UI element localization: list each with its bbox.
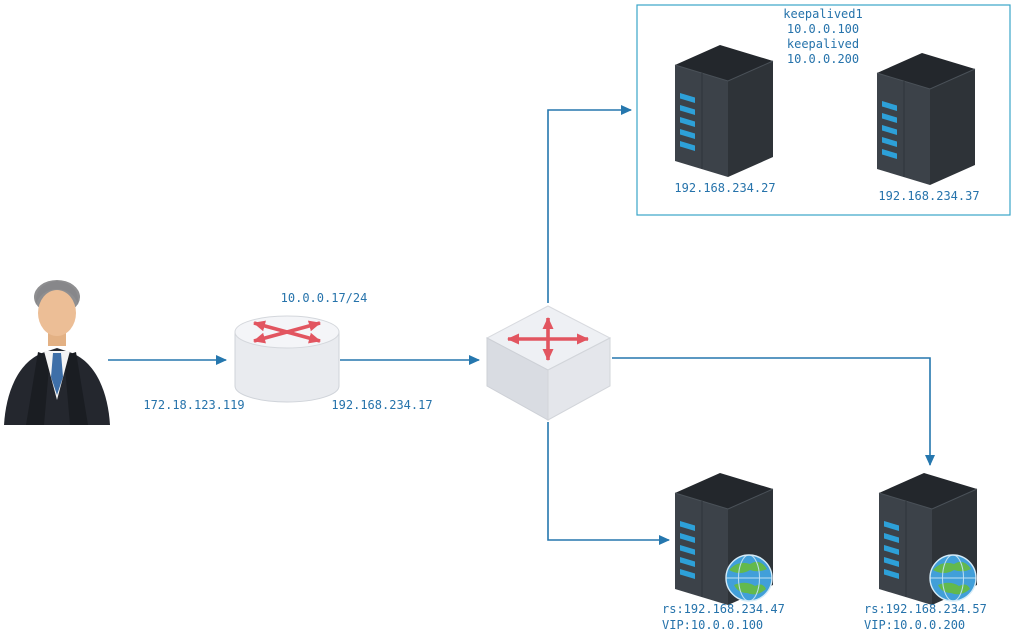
keepalived-server-2-icon bbox=[876, 52, 976, 186]
keepalived-heading-line-2: 10.0.0.100 bbox=[786, 22, 860, 36]
keepalived-heading: keepalived1 10.0.0.100 keepalived 10.0.0… bbox=[728, 7, 918, 67]
keepalived-heading-line-1: keepalived1 bbox=[783, 7, 863, 21]
switch-icon bbox=[485, 305, 612, 421]
real-server-1-globe-icon bbox=[725, 554, 773, 602]
keepalived-heading-line-4: 10.0.0.200 bbox=[786, 52, 860, 66]
link-switch-real-server-2 bbox=[612, 357, 935, 466]
keepalived-server-1-ip-label: 192.168.234.27 bbox=[674, 181, 776, 195]
real-server-2-globe-icon bbox=[929, 554, 977, 602]
real-server-2-vip-label: VIP:10.0.0.200 bbox=[864, 618, 966, 632]
keepalived-server-2-ip-label: 192.168.234.37 bbox=[878, 189, 980, 203]
link-switch-real-server-1 bbox=[547, 422, 670, 545]
connection-links bbox=[108, 105, 935, 545]
keepalived-heading-line-3: keepalived bbox=[786, 37, 860, 51]
keepalived-group-box bbox=[636, 4, 1011, 216]
router-left-ip-label: 172.18.123.119 bbox=[143, 398, 245, 412]
real-server-1-labels: rs:192.168.234.47 VIP:10.0.0.100 bbox=[662, 601, 785, 633]
real-server-1-rs-label: rs:192.168.234.47 bbox=[662, 602, 785, 616]
link-switch-keepalived-group bbox=[547, 105, 632, 303]
real-server-2-labels: rs:192.168.234.57 VIP:10.0.0.200 bbox=[864, 601, 987, 633]
real-server-2-rs-label: rs:192.168.234.57 bbox=[864, 602, 987, 616]
router-network-label: 10.0.0.17/24 bbox=[280, 291, 368, 305]
user-icon bbox=[4, 280, 110, 425]
router-right-ip-label: 192.168.234.17 bbox=[331, 398, 433, 412]
router-icon bbox=[234, 315, 340, 403]
real-server-1-vip-label: VIP:10.0.0.100 bbox=[662, 618, 764, 632]
